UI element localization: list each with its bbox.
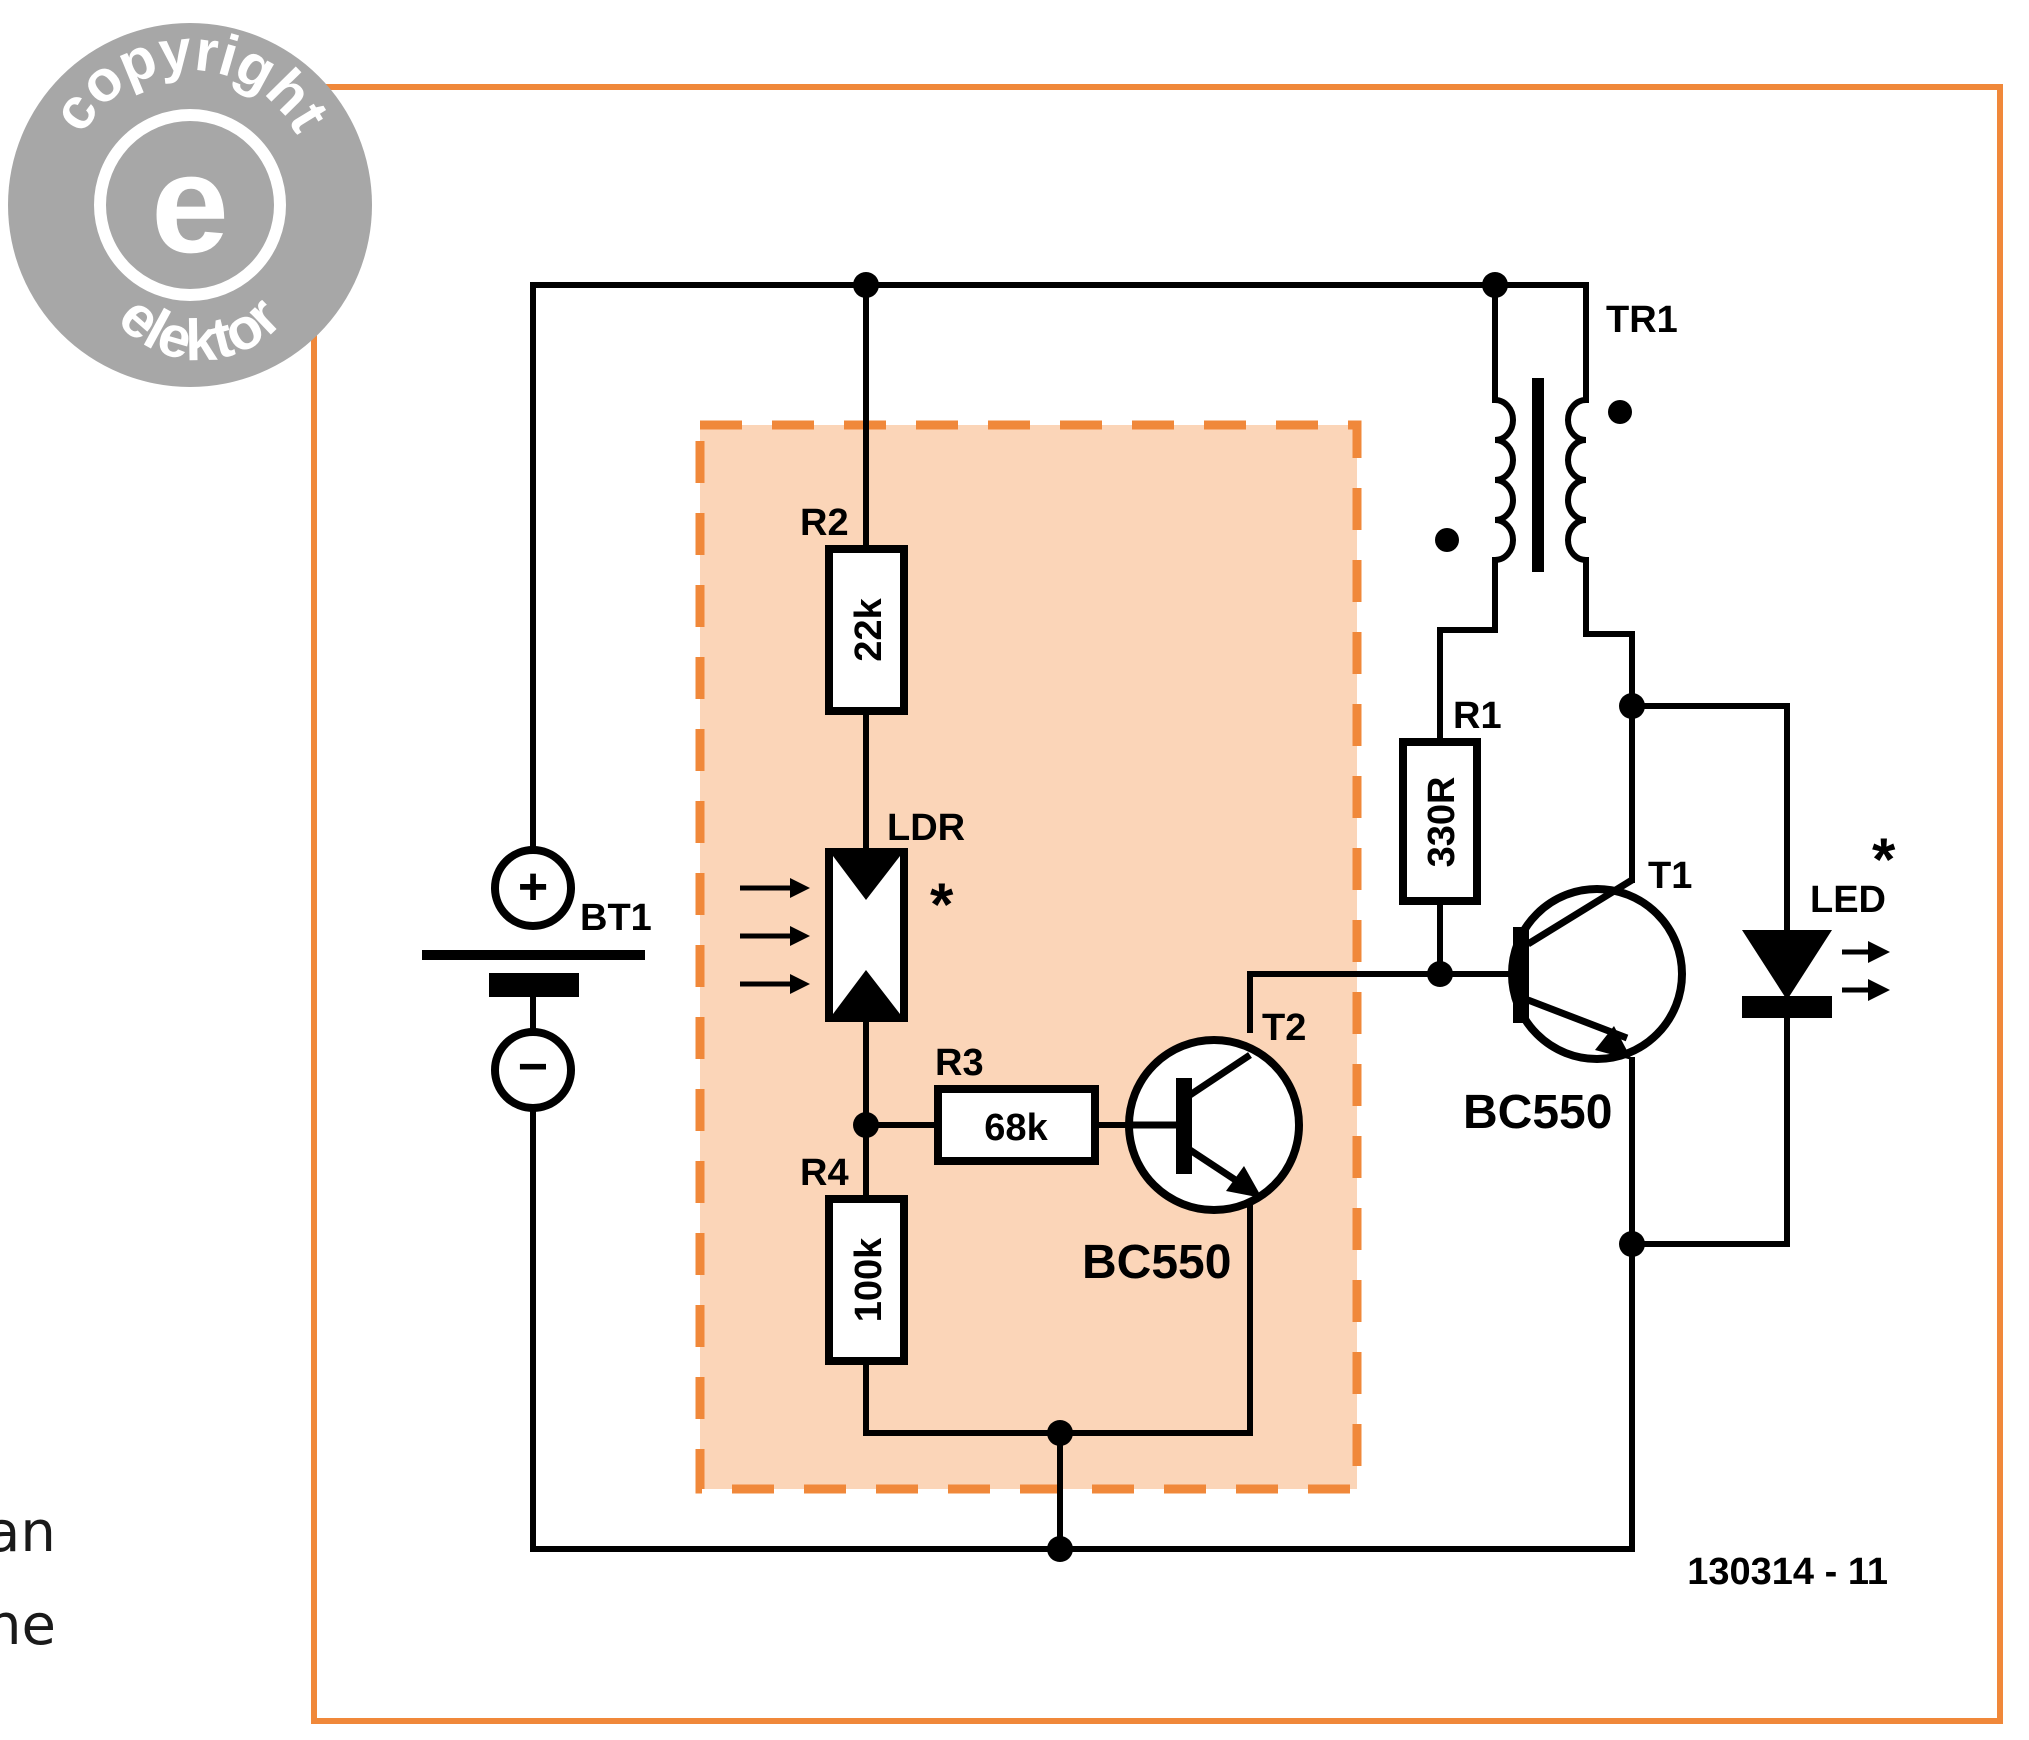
label-ldr: LDR (887, 807, 965, 849)
label-r2: R2 (800, 502, 849, 544)
label-r4: R4 (800, 1152, 849, 1194)
label-led: LED (1810, 879, 1886, 921)
light-emission-arrows (1842, 941, 1890, 1001)
resistor-r2: 22k R2 (800, 502, 908, 715)
transistor-t2: T2 BC550 (1082, 1007, 1306, 1289)
transformer-tr1: TR1 (1435, 299, 1678, 572)
ldr-star-mark: * (930, 871, 954, 938)
sensor-highlight-area (695, 420, 1362, 1494)
orange-frame (311, 84, 2003, 1724)
part-t1: BC550 (1463, 1086, 1612, 1139)
junction-dots (853, 272, 1645, 1562)
label-r3: R3 (935, 1042, 984, 1084)
label-t1: T1 (1648, 855, 1692, 897)
label-tr1: TR1 (1606, 299, 1678, 341)
ldr: LDR * (740, 807, 965, 1022)
transistor-t1: T1 BC550 (1463, 855, 1692, 1139)
r3-value: 68k (984, 1107, 1048, 1149)
clipped-body-text-line-1: an (0, 1500, 56, 1565)
led-star-mark: * (1872, 826, 1896, 893)
copyright-stamp: e copyright elektor (8, 17, 372, 387)
wires (530, 282, 1790, 1552)
led: LED * (1742, 826, 1896, 1018)
label-t2: T2 (1262, 1007, 1306, 1049)
part-t2: BC550 (1082, 1236, 1231, 1289)
r2-value: 22k (848, 597, 890, 661)
r1-value: 330R (1421, 777, 1463, 868)
clipped-body-text-line-2: ne (0, 1593, 56, 1658)
battery-bt1: + − BT1 (422, 846, 652, 1112)
light-arrows (740, 878, 810, 994)
stamp-letter: e (151, 125, 229, 282)
resistor-r3: 68k R3 (934, 1042, 1099, 1165)
resistor-r1: 330R R1 (1399, 695, 1502, 905)
battery-minus-symbol: − (518, 1038, 548, 1096)
r4-value: 100k (848, 1237, 890, 1322)
figure-number: 130314 - 11 (1687, 1551, 1888, 1593)
battery-plus-symbol: + (518, 858, 548, 916)
label-bt1: BT1 (580, 897, 652, 939)
label-r1: R1 (1453, 695, 1502, 737)
resistor-r4: 100k R4 (800, 1152, 908, 1365)
